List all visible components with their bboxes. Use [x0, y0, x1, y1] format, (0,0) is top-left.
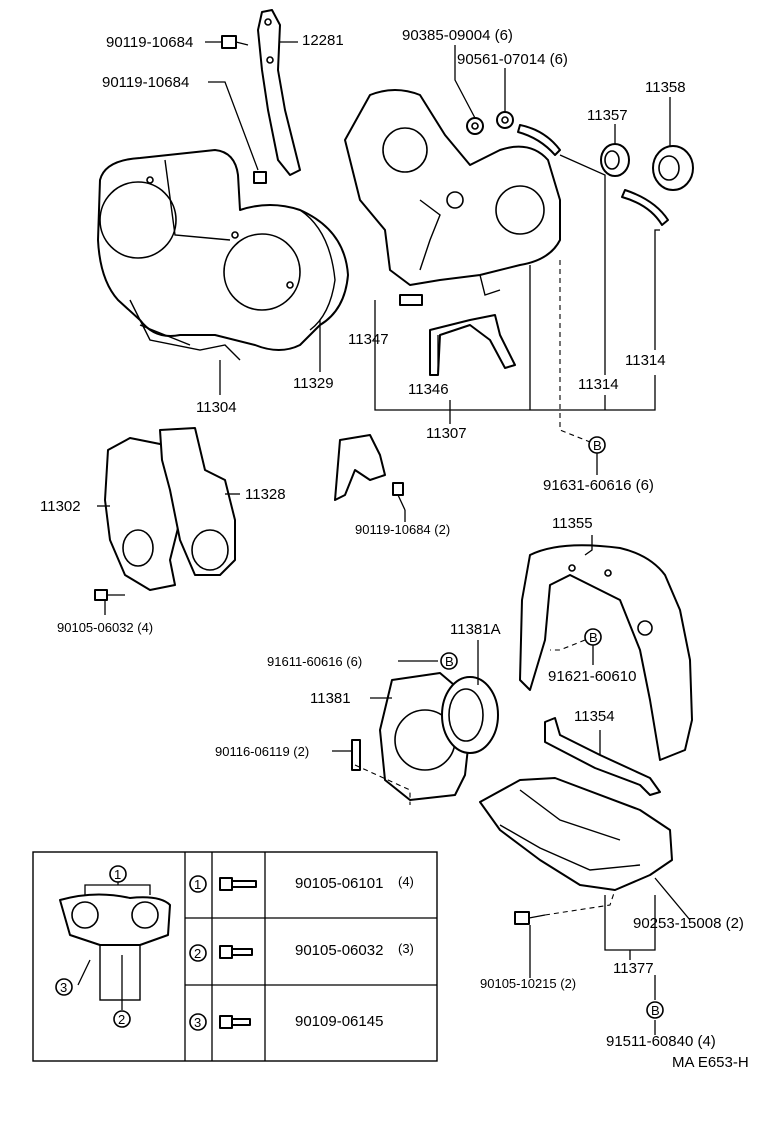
- svg-text:B: B: [589, 630, 598, 645]
- bolt-icon: [219, 945, 253, 959]
- b-marker: B: [646, 1001, 664, 1019]
- b-marker: B: [588, 436, 606, 454]
- label-11355: 11355: [552, 515, 593, 532]
- legend-row-2: 2 90105-06032 (3): [189, 941, 414, 962]
- label-11381A: 11381A: [450, 621, 501, 638]
- label-11307: 11307: [426, 425, 467, 442]
- label-90253: 90253-15008 (2): [633, 915, 744, 932]
- label-91621: 91621-60610: [548, 668, 636, 685]
- b-marker: B: [440, 652, 458, 670]
- svg-text:90109-06145: 90109-06145: [295, 1013, 383, 1030]
- svg-text:B: B: [445, 654, 454, 669]
- label-11329: 11329: [293, 375, 334, 392]
- timing-cover-upper: [97, 149, 349, 361]
- label-90119-mid: 90119-10684: [102, 74, 189, 91]
- bolt-icon: [219, 1015, 251, 1029]
- label-11354: 11354: [574, 708, 615, 725]
- legend-row-1: 1 90105-06101 (4): [189, 874, 414, 893]
- label-90119-top: 90119-10684: [106, 34, 193, 51]
- baffle-11354: [544, 717, 661, 796]
- label-11357: 11357: [587, 107, 628, 124]
- leader-lines: [97, 41, 691, 1035]
- label-90116: 90116-06119 (2): [215, 744, 309, 759]
- svg-text:(3): (3): [398, 941, 414, 956]
- label-11358: 11358: [645, 79, 686, 96]
- label-11377: 11377: [613, 960, 654, 977]
- bolt-legend-box: 1 2 3 1 90105-06101 (4) 2: [32, 851, 438, 1062]
- legend-row-3: 3 90109-06145: [189, 1013, 383, 1031]
- seal-retainer-11381: [351, 672, 499, 801]
- gasket-11355: [519, 544, 693, 761]
- svg-text:B: B: [651, 1003, 660, 1018]
- label-11381: 11381: [310, 690, 351, 707]
- label-91631: 91631-60616 (6): [543, 477, 654, 494]
- svg-text:2: 2: [118, 1012, 125, 1027]
- svg-text:2: 2: [194, 946, 201, 961]
- bracket-12281: [257, 9, 301, 176]
- svg-text:(4): (4): [398, 874, 414, 889]
- label-91611: 91611-60616 (6): [267, 654, 362, 669]
- svg-text:90105-06101: 90105-06101: [295, 875, 383, 892]
- svg-text:90105-06032: 90105-06032: [295, 942, 383, 959]
- label-11304: 11304: [196, 399, 237, 416]
- label-11346: 11346: [408, 381, 449, 398]
- callout-2: 2: [113, 1010, 131, 1028]
- label-11347: 11347: [348, 331, 389, 348]
- label-90119-2: 90119-10684 (2): [355, 522, 450, 537]
- oil-pan-11377: [479, 777, 673, 925]
- label-90385: 90385-09004 (6): [402, 27, 513, 44]
- label-90561: 90561-07014 (6): [457, 51, 568, 68]
- label-11302: 11302: [40, 498, 81, 515]
- svg-text:1: 1: [114, 867, 121, 882]
- timing-plate-11307: [344, 89, 561, 376]
- oil-seals: [466, 111, 694, 226]
- svg-text:3: 3: [194, 1015, 201, 1030]
- bolt-icon: [221, 35, 267, 184]
- svg-text:1: 1: [194, 877, 201, 892]
- callout-3: 3: [55, 978, 73, 996]
- label-11314-a: 11314: [578, 376, 619, 393]
- label-90105-06032: 90105-06032 (4): [57, 620, 153, 635]
- svg-text:B: B: [593, 438, 602, 453]
- svg-text:3: 3: [60, 980, 67, 995]
- bolt-icon: [219, 877, 257, 891]
- reference-code: MA E653-H: [672, 1054, 749, 1071]
- label-11328: 11328: [245, 486, 286, 503]
- label-91511: 91511-60840 (4): [606, 1033, 716, 1050]
- timing-cover-lower: [94, 427, 406, 601]
- b-marker: B: [584, 628, 602, 646]
- callout-1: 1: [109, 865, 127, 883]
- label-12281: 12281: [302, 32, 344, 49]
- label-90105-10215: 90105-10215 (2): [480, 976, 576, 991]
- label-11314-b: 11314: [625, 352, 666, 369]
